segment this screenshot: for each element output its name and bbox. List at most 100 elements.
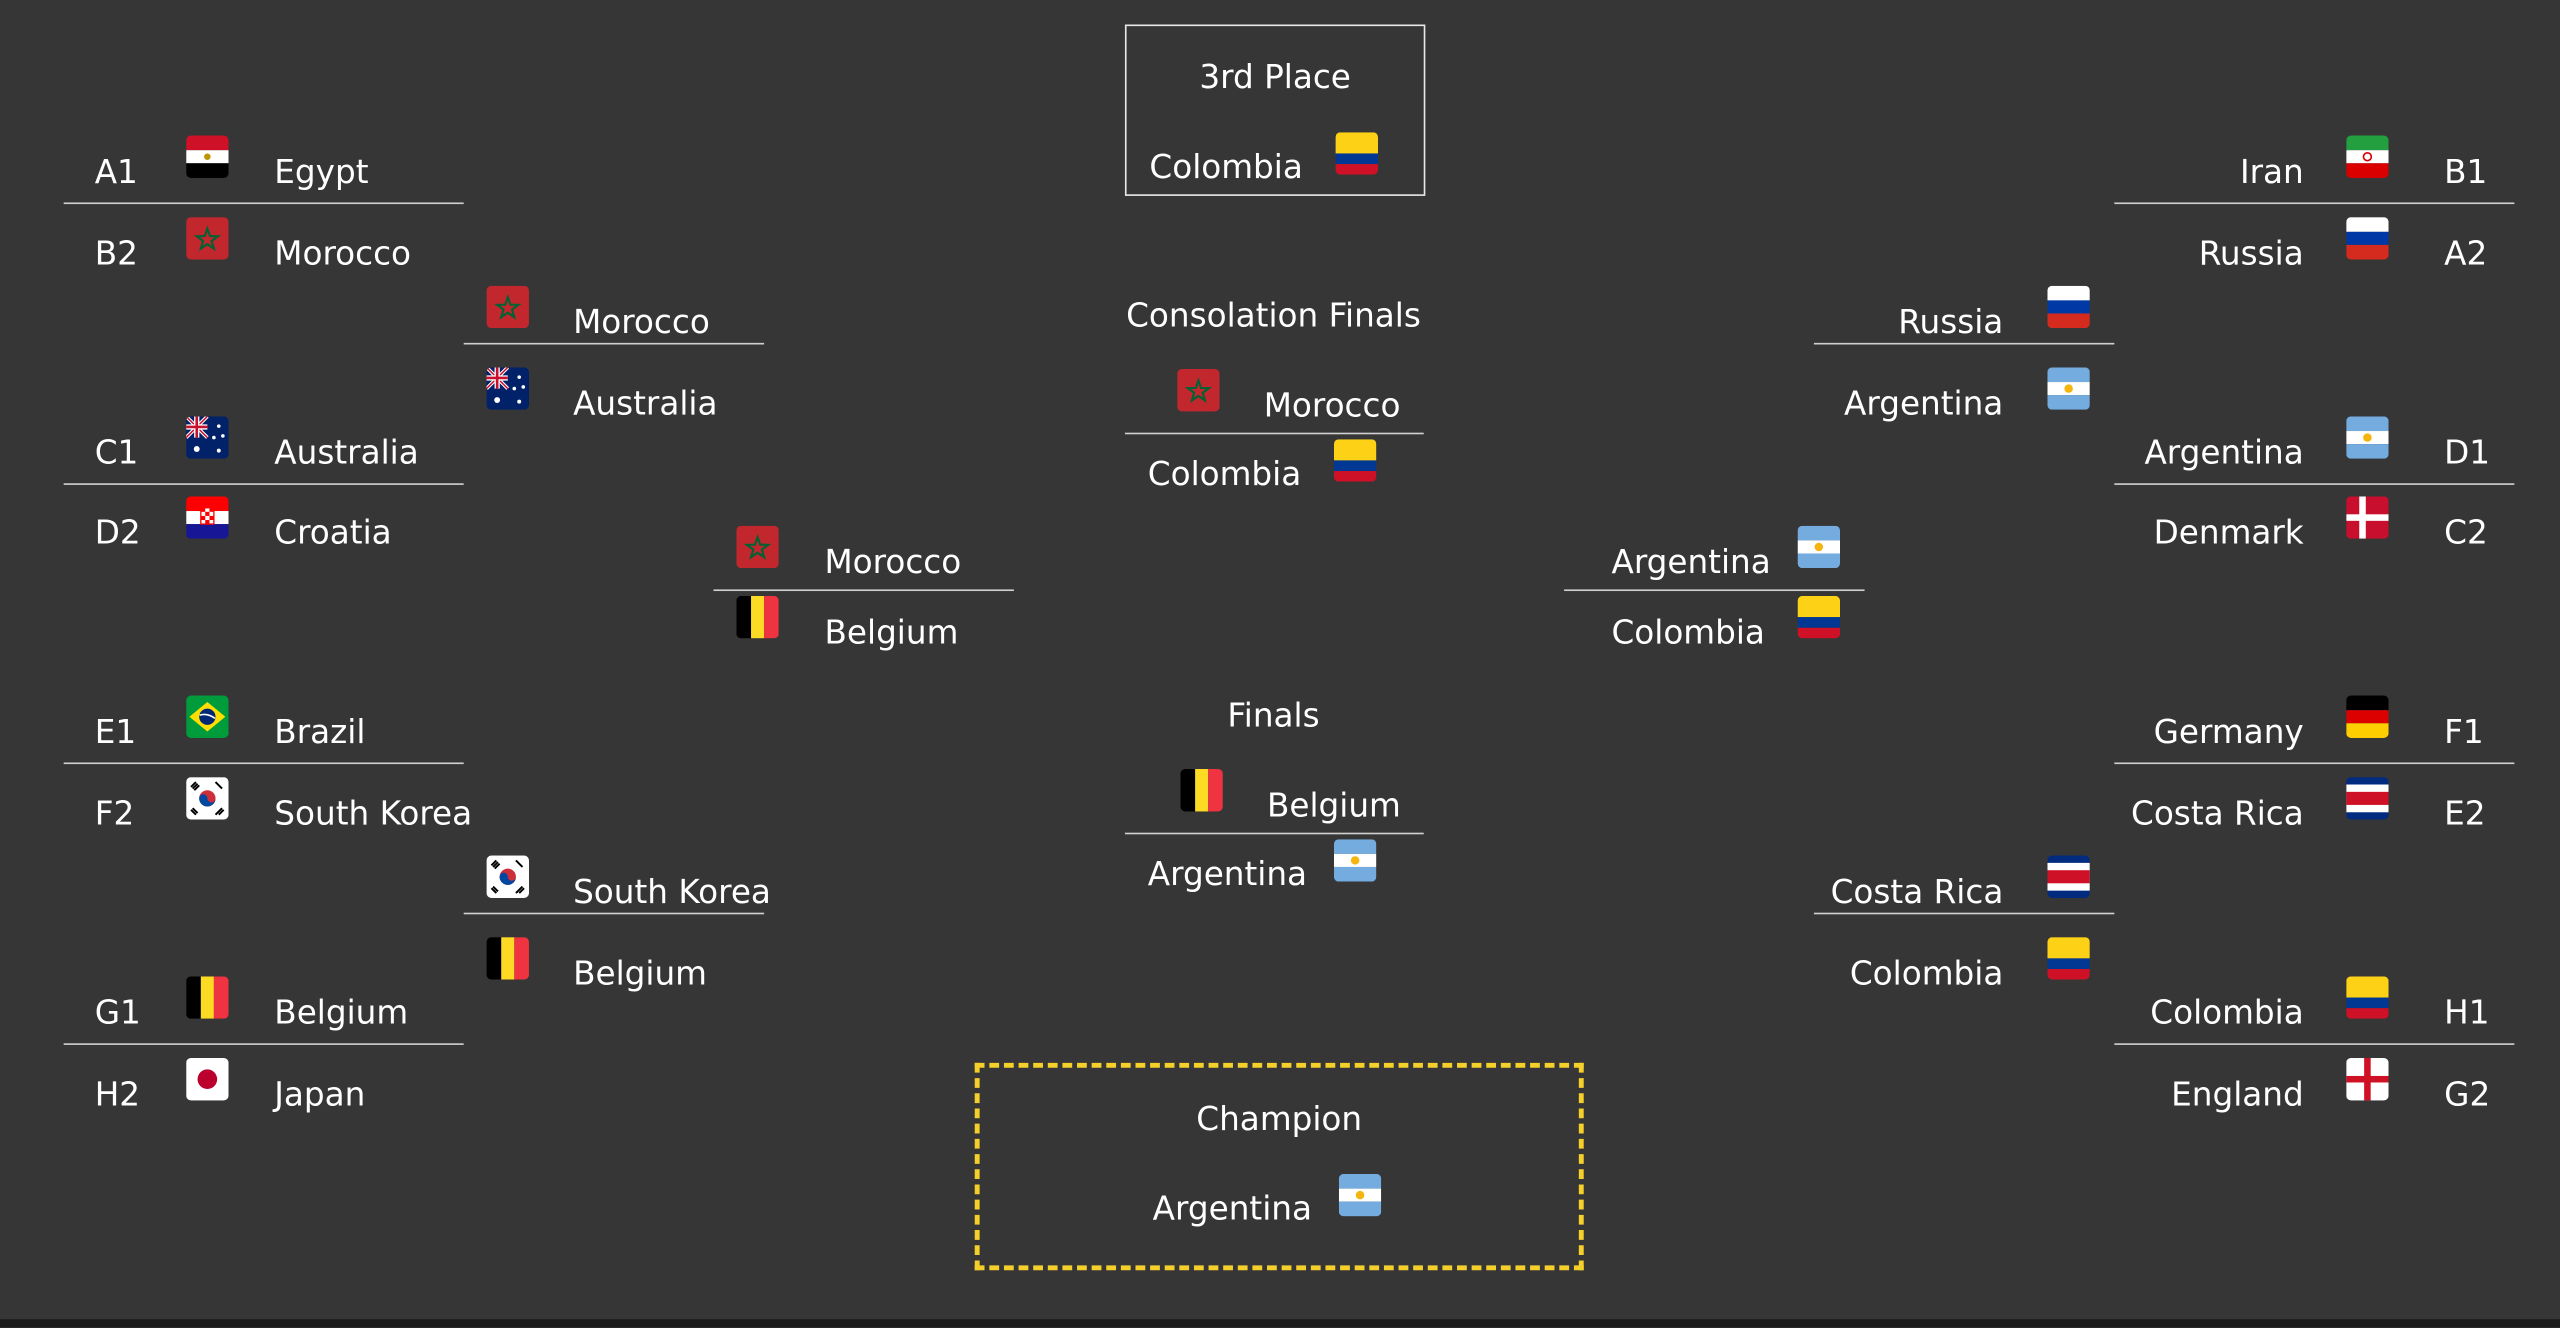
consolation-team-a[interactable]: Morocco [1263,385,1401,425]
seed-label: D1 [2444,432,2491,472]
belgium-flag-icon [486,937,529,980]
argentina-flag-icon [1338,1173,1382,1217]
consolation-divider [1124,432,1424,435]
team-name[interactable]: Australia [573,383,718,423]
seed-label: B2 [94,233,138,273]
colombia-flag-icon [1333,439,1377,482]
australia-flag-icon [486,367,529,410]
denmark-flag-icon [2346,496,2389,539]
team-name[interactable]: Brazil [274,711,366,752]
seed-label: E2 [2444,793,2486,833]
japan-flag-icon [186,1057,229,1101]
colombia-flag-icon [1335,132,1378,175]
seed-label: F2 [94,793,135,833]
match-divider [1813,912,2115,915]
match-divider [2114,202,2515,205]
seed-label: H2 [94,1074,141,1114]
champion-title: Champion [1196,1098,1363,1138]
match-divider [2114,483,2515,485]
team-name[interactable]: Russia [2198,233,2304,273]
team-name[interactable]: Denmark [2153,512,2304,552]
team-name[interactable]: Croatia [274,512,392,552]
finals-team-b[interactable]: Argentina [1147,853,1308,894]
bottom-scrollbar[interactable] [0,1319,2560,1328]
finals-divider [1124,832,1424,835]
south-korea-flag-icon [486,855,529,898]
consolation-team-b[interactable]: Colombia [1147,453,1302,494]
team-name[interactable]: South Korea [274,793,473,833]
seed-label: C2 [2444,512,2488,552]
australia-flag-icon [186,416,229,459]
seed-label: G2 [2444,1074,2491,1114]
colombia-flag-icon [2047,937,2090,980]
morocco-flag-icon [736,525,779,569]
match-divider [713,589,1014,592]
team-name[interactable]: Costa Rica [1830,871,2004,912]
finals-title: Finals [1227,695,1320,735]
champion-box [974,1062,1584,1271]
team-name[interactable]: Colombia [2150,992,2304,1032]
champion-team: Argentina [1152,1188,1312,1228]
team-name[interactable]: Japan [274,1074,366,1114]
morocco-flag-icon [486,285,529,329]
team-name[interactable]: Russia [1898,302,2004,342]
belgium-flag-icon [186,976,229,1019]
seed-label: G1 [94,992,141,1032]
team-name[interactable]: Belgium [274,992,409,1032]
brazil-flag-icon [186,695,229,738]
match-divider [2114,762,2515,765]
team-name[interactable]: Morocco [824,542,962,582]
seed-label: F1 [2444,711,2484,752]
team-name[interactable]: Egypt [274,151,369,192]
match-divider [63,483,464,485]
third-place-title: 3rd Place [1199,57,1351,97]
match-divider [463,912,765,915]
morocco-flag-icon [1177,368,1220,412]
match-divider [63,1043,464,1045]
croatia-flag-icon [186,496,229,539]
team-name[interactable]: Australia [274,432,419,472]
team-name[interactable]: Argentina [1844,383,2004,423]
iran-flag-icon [2346,135,2389,178]
team-name[interactable]: Colombia [1611,612,1765,652]
team-name[interactable]: Morocco [274,233,412,273]
morocco-flag-icon [186,217,229,260]
team-name[interactable]: Belgium [573,953,707,993]
third-place-box [1124,24,1426,196]
russia-flag-icon [2047,285,2090,329]
match-divider [63,762,464,765]
team-name[interactable]: Iran [2239,151,2304,192]
russia-flag-icon [2346,217,2389,260]
seed-label: C1 [94,432,139,472]
team-name[interactable]: Argentina [2144,432,2304,472]
seed-label: A2 [2444,233,2488,273]
team-name[interactable]: Belgium [824,612,959,652]
team-name[interactable]: Germany [2153,711,2304,752]
germany-flag-icon [2346,695,2389,738]
argentina-flag-icon [1797,525,1841,569]
argentina-flag-icon [1333,839,1377,882]
team-name[interactable]: Argentina [1611,542,1771,582]
argentina-flag-icon [2047,367,2090,410]
seed-label: A1 [94,151,138,192]
seed-label: E1 [94,711,137,752]
egypt-flag-icon [186,135,229,178]
south-korea-flag-icon [186,777,229,820]
seed-label: D2 [94,512,141,552]
seed-label: H1 [2444,992,2490,1032]
team-name[interactable]: Colombia [1849,953,2004,993]
finals-team-a[interactable]: Belgium [1266,785,1401,825]
match-divider [1813,342,2115,345]
match-divider [2114,1043,2515,1045]
team-name[interactable]: Morocco [573,302,710,342]
match-divider [463,342,765,345]
seed-label: B1 [2444,151,2488,192]
costa-rica-flag-icon [2346,777,2389,820]
team-name[interactable]: Costa Rica [2131,793,2304,833]
team-name[interactable]: England [2171,1074,2304,1114]
england-flag-icon [2346,1057,2389,1101]
team-name[interactable]: South Korea [573,871,771,912]
match-divider [63,202,464,205]
match-divider [1564,589,1865,592]
